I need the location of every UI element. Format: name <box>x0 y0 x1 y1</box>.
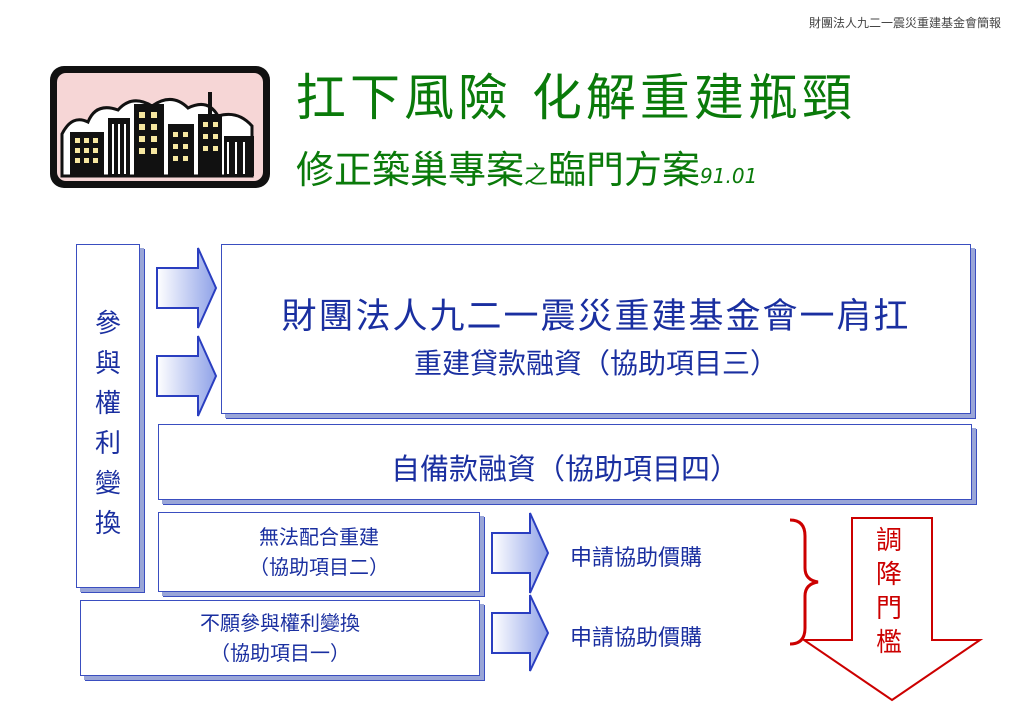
apply-purchase-label-2: 申請協助價購 <box>570 626 703 651</box>
apply-purchase-label-1: 申請協助價購 <box>570 546 703 571</box>
brace-icon <box>789 518 819 646</box>
self-funding-label: 自備款融資（協助項目四） <box>390 452 739 486</box>
item-one-box <box>80 600 480 676</box>
rights-exchange-char: 權 <box>94 389 121 419</box>
main-loan-box <box>221 244 971 414</box>
self-funding-box <box>158 424 972 500</box>
item-two-label: 無法配合重建 （協助項目二） <box>158 522 480 582</box>
lower-threshold-char: 降 <box>875 560 902 590</box>
main-loan-subtitle: 重建貸款融資（協助項目三） <box>413 347 778 380</box>
rights-exchange-char: 利 <box>94 429 121 459</box>
main-loan-title: 財團法人九二一震災重建基金會一肩扛 <box>281 297 911 337</box>
arrow-right-icon <box>156 335 218 417</box>
subtitle-date: 91.01 <box>700 164 758 188</box>
rights-exchange-char: 變 <box>94 469 121 499</box>
item-two-line2: （協助項目二） <box>249 555 389 579</box>
arrow-right-icon <box>156 247 218 329</box>
rights-exchange-char: 與 <box>94 349 121 379</box>
organization-label: 財團法人九二一震災重建基金會簡報 <box>808 16 1001 30</box>
rights-exchange-char: 換 <box>94 509 121 539</box>
rights-exchange-char: 參 <box>94 309 121 339</box>
item-two-line1: 無法配合重建 <box>259 525 379 549</box>
subtitle-part1: 修正築巢專案 <box>296 148 525 192</box>
lower-threshold-char: 檻 <box>875 628 902 658</box>
item-one-line2: （協助項目一） <box>210 641 350 665</box>
city-skyline-logo <box>50 66 270 188</box>
item-one-label: 不願參與權利變換 （協助項目一） <box>80 608 480 668</box>
lower-threshold-char: 門 <box>875 594 902 624</box>
rights-exchange-label: 參 與 權 利 變 換 <box>76 304 140 544</box>
page-subtitle: 修正築巢專案之臨門方案91.01 <box>296 146 757 200</box>
down-arrow-icon <box>800 517 984 702</box>
subtitle-connector: 之 <box>524 161 549 189</box>
item-two-box <box>158 512 480 592</box>
page-title: 扛下風險 化解重建瓶頸 <box>296 69 856 127</box>
arrow-right-icon <box>491 594 550 672</box>
rights-exchange-box <box>76 244 140 588</box>
arrow-right-icon <box>491 512 550 594</box>
lower-threshold-label: 調 降 門 檻 <box>850 524 928 660</box>
item-one-line1: 不願參與權利變換 <box>200 611 360 635</box>
subtitle-part2: 臨門方案 <box>548 148 701 192</box>
lower-threshold-char: 調 <box>875 526 902 556</box>
